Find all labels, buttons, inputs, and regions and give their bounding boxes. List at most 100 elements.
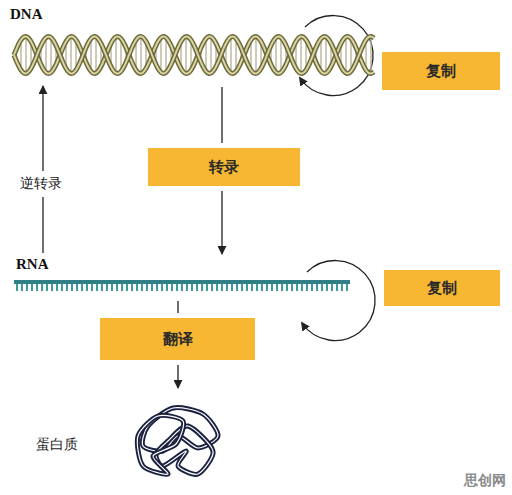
base-pair (345, 36, 346, 73)
rna-base (346, 284, 348, 291)
process-box: 转录 (148, 148, 300, 186)
rna-base (266, 284, 268, 291)
rna-base (281, 284, 283, 291)
rna-base (126, 284, 128, 291)
rna-base (191, 284, 193, 291)
rna-base (116, 284, 118, 291)
rna-base (151, 284, 153, 291)
rna-base (66, 284, 68, 291)
base-pair (275, 37, 276, 73)
rna-base (311, 284, 313, 291)
rna-base (166, 284, 168, 291)
rna-base (226, 284, 228, 291)
base-pair (280, 37, 281, 73)
base-pair (230, 36, 231, 73)
process-label: 翻译 (163, 330, 193, 349)
base-pair (95, 36, 96, 73)
molecule-label: DNA (10, 6, 43, 23)
rna-base (321, 284, 323, 291)
rna-base (211, 284, 213, 291)
dna-helix: DNA (8, 6, 378, 84)
rna-base (41, 284, 43, 291)
rna-base (96, 284, 98, 291)
rna-base (256, 284, 258, 291)
rna-base (136, 284, 138, 291)
rna-base (146, 284, 148, 291)
figure-label: 蛋白质 (36, 436, 78, 454)
rna-base (186, 284, 188, 291)
molecule-label: RNA (16, 256, 49, 273)
rna-base (231, 284, 233, 291)
helix-strand (14, 37, 374, 74)
rna-base (306, 284, 308, 291)
rna-base (271, 284, 273, 291)
helix-strand (14, 37, 374, 74)
rna-base (86, 284, 88, 291)
process-box: 翻译 (100, 318, 255, 360)
rna-base (76, 284, 78, 291)
rna-base (326, 284, 328, 291)
replication-loop (302, 260, 375, 340)
protein-drawing (128, 396, 234, 482)
rna-base (291, 284, 293, 291)
rna-base (56, 284, 58, 291)
rna-base (36, 284, 38, 291)
rna-base (196, 284, 198, 291)
base-pair (70, 36, 71, 74)
rna-backbone (14, 280, 350, 284)
rna-base (246, 284, 248, 291)
rna-base (46, 284, 48, 291)
protein-figure: 蛋白质 (36, 390, 236, 486)
process-box: 复制 (384, 270, 500, 306)
base-pair (300, 36, 301, 74)
rna-base (16, 284, 18, 291)
process-label: 复制 (427, 279, 457, 298)
base-pair (255, 36, 256, 74)
process-label: 复制 (426, 62, 456, 81)
rna-base (201, 284, 203, 291)
rna-base (221, 284, 223, 291)
base-pair (50, 37, 51, 73)
rna-base (296, 284, 298, 291)
rna-drawing (8, 278, 354, 296)
base-pair (325, 36, 326, 73)
process-label: 转录 (209, 158, 239, 177)
rna-base (286, 284, 288, 291)
base-pair (165, 37, 166, 73)
rna-base (81, 284, 83, 291)
rna-base (21, 284, 23, 291)
rna-base (61, 284, 63, 291)
rna-base (276, 284, 278, 291)
rna-base (106, 284, 108, 291)
rna-base (26, 284, 28, 291)
rna-base (71, 284, 73, 291)
base-pair (140, 36, 141, 74)
protein-chain (137, 415, 183, 474)
rna-base (336, 284, 338, 291)
base-pair (160, 37, 161, 73)
edge-label: 逆转录 (18, 174, 64, 194)
rna-base (91, 284, 93, 291)
flow-arrow (42, 86, 43, 253)
rna-base (216, 284, 218, 291)
rna-base (111, 284, 113, 291)
rna-base (301, 284, 303, 291)
rna-base (156, 284, 158, 291)
rna-base (341, 284, 343, 291)
rna-base (251, 284, 253, 291)
helix-strand (14, 37, 374, 74)
base-pair (45, 37, 46, 73)
helix-drawing (8, 26, 378, 84)
base-pair (210, 36, 211, 73)
base-pair (185, 36, 186, 74)
rna-base (161, 284, 163, 291)
rna-base (121, 284, 123, 291)
rna-base (141, 284, 143, 291)
rna-base (206, 284, 208, 291)
base-pair (115, 36, 116, 73)
protein-chain (137, 415, 183, 474)
rna-base (171, 284, 173, 291)
rna-base (261, 284, 263, 291)
base-pair (370, 36, 371, 74)
rna-base (331, 284, 333, 291)
